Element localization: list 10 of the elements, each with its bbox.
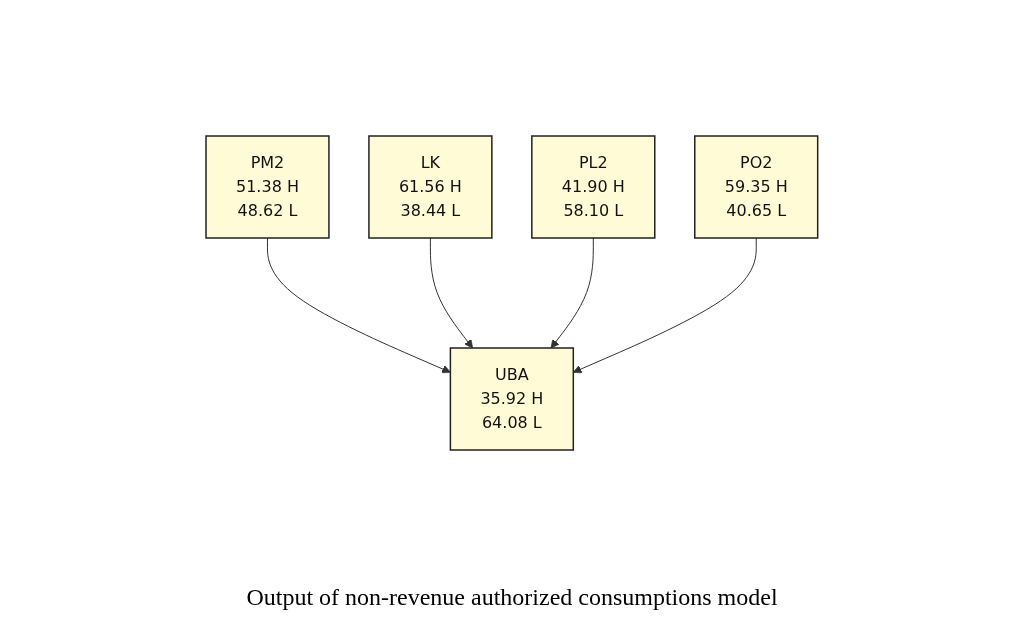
node-box: PM2 51.38 H 48.62 L — [205, 135, 330, 239]
arrow — [430, 237, 474, 349]
node-box: PL2 41.90 H 58.10 L — [531, 135, 656, 239]
arrow — [550, 237, 594, 349]
node-box: PO2 59.35 H 40.65 L — [694, 135, 819, 239]
arrow — [267, 237, 451, 374]
node-box: UBA 35.92 H 64.08 L — [449, 347, 575, 451]
node-box: LK 61.56 H 38.44 L — [368, 135, 493, 239]
caption: Output of non-revenue authorized consumptions model — [246, 584, 778, 611]
arrow — [573, 237, 757, 374]
